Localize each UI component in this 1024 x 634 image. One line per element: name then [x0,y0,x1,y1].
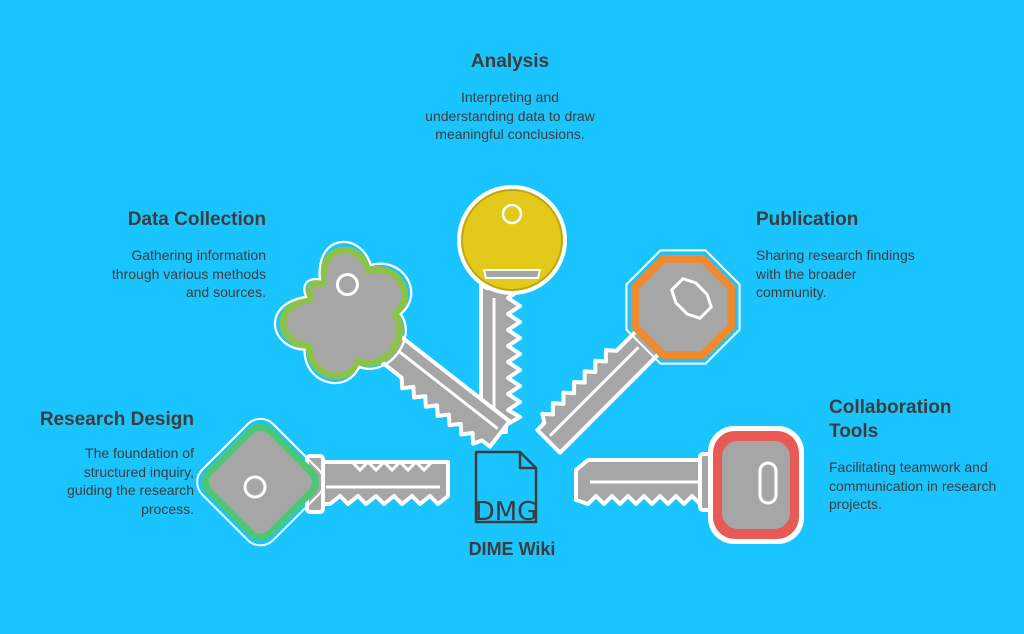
publication-title: Publication [756,209,859,230]
collaboration-tools-description: Facilitating teamwork and communication … [829,459,997,512]
research-design-description: The foundation of structured inquiry, gu… [67,445,194,517]
collaboration-tools-key [574,426,804,544]
data-collection-description: Gathering information through various me… [111,247,266,300]
data-collection-title: Data Collection [127,209,266,230]
research-design-label: Research Design The foundation of struct… [22,408,194,518]
research-design-title: Research Design [39,409,194,430]
data-collection-key [273,240,512,449]
center-title: DIME Wiki [468,539,556,559]
analysis-key [457,185,567,434]
publication-label: Publication Sharing research findings wi… [756,208,916,302]
document-icon: DMG [475,450,538,527]
publication-description: Sharing research findings with the broad… [756,247,915,300]
data-collection-label: Data Collection Gathering information th… [90,208,266,302]
collaboration-tools-title: Collaboration Tools [829,397,952,442]
collaboration-tools-label: Collaboration Tools Facilitating teamwor… [829,396,999,514]
publication-key [535,249,741,455]
analysis-title: Analysis [470,51,550,72]
center-label: DIME Wiki [440,537,584,561]
analysis-description: Interpreting and understanding data to d… [425,89,595,142]
document-icon-text: DMG [475,497,538,527]
research-design-key [196,417,450,547]
analysis-label: Analysis Interpreting and understanding … [410,50,610,144]
